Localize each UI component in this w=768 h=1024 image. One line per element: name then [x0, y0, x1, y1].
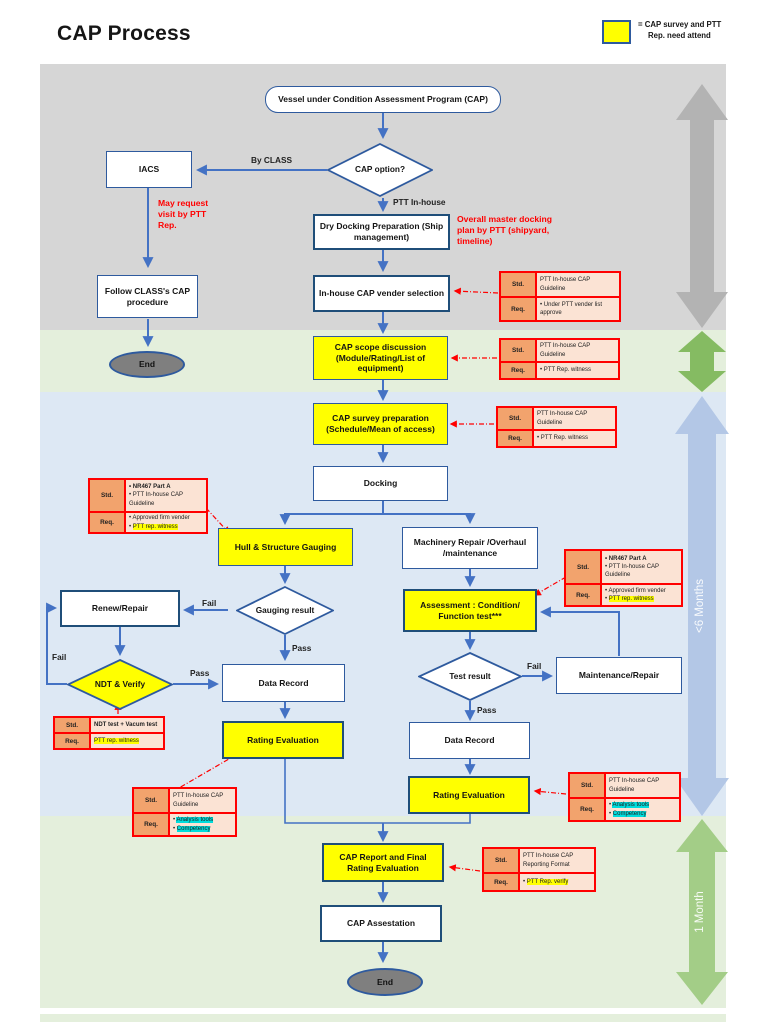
- legend: = CAP survey and PTT Rep. need attend: [602, 20, 721, 44]
- node-assessment: Assessment : Condition/ Function test***: [403, 589, 537, 632]
- node-vender-selection: In-house CAP vender selection: [313, 275, 450, 312]
- node-machinery-repair: Machinery Repair /Overhaul /maintenance: [402, 527, 538, 569]
- highlighted-req: Competency: [176, 825, 211, 832]
- annotation-scope: Std. PTT In-house CAP Guideline Req. PTT…: [499, 338, 620, 380]
- flow-arrows: [46, 112, 620, 964]
- timeline-arrow-blue: [675, 396, 729, 816]
- edge-label-ndt-fail: Fail: [52, 652, 67, 662]
- node-gauging-result: Gauging result: [236, 586, 334, 635]
- phase-band-strip: [40, 1014, 726, 1022]
- edge-label-by-class: By CLASS: [251, 155, 293, 165]
- highlighted-req: PTT rep. witness: [608, 596, 654, 602]
- node-scope-discussion: CAP scope discussion (Module/Rating/List…: [313, 336, 448, 380]
- timeline-arrow-green-large: [676, 819, 728, 1005]
- timeline-label-six-months: <6 Months: [694, 578, 706, 634]
- annotation-rating-right: Std. PTT In-house CAP Guideline Req. Ana…: [568, 772, 681, 822]
- timeline-label-one-month: 1 Month: [694, 891, 706, 933]
- annotation-hull: Std. NR467 Part A PTT In-house CAP Guide…: [88, 478, 208, 534]
- note-overall-master: Overall master docking plan by PTT (ship…: [457, 214, 553, 247]
- highlighted-req: PTT rep. witness: [132, 523, 178, 530]
- node-end-class: End: [109, 351, 185, 378]
- edge-label-test-fail: Fail: [527, 661, 542, 671]
- node-start: Vessel under Condition Assessment Progra…: [265, 86, 501, 113]
- node-docking: Docking: [313, 466, 448, 501]
- node-iacs: IACS: [106, 151, 192, 188]
- node-data-record-left: Data Record: [222, 664, 345, 702]
- node-cap-assestation: CAP Assestation: [320, 905, 442, 942]
- highlighted-req: PTT Rep. verify: [526, 878, 569, 885]
- node-cap-option: CAP option?: [327, 143, 433, 197]
- node-cap-report: CAP Report and Final Rating Evaluation: [322, 843, 444, 882]
- annotation-assessment: Std. NR467 Part A PTT In-house CAP Guide…: [564, 549, 683, 607]
- node-data-record-right: Data Record: [409, 722, 530, 759]
- timeline-arrow-grey: [676, 84, 728, 328]
- annotation-report: Std. PTT In-house CAP Reporting Format R…: [482, 847, 596, 892]
- edge-label-gauging-fail: Fail: [202, 598, 217, 608]
- legend-line1: = CAP survey and PTT: [638, 20, 722, 29]
- legend-yellow-swatch: [602, 20, 631, 44]
- annotation-ndt: Std. NDT test + Vacum test Req. PTT rep.…: [53, 716, 165, 750]
- annotation-rating-left: Std. PTT In-house CAP Guideline Req. Ana…: [132, 787, 237, 837]
- edge-label-ndt-pass: Pass: [190, 668, 210, 678]
- timeline-arrow-green-small: [678, 331, 726, 392]
- annotation-survey: Std. PTT In-house CAP Guideline Req. PTT…: [496, 406, 617, 448]
- node-dry-docking: Dry Docking Preparation (Ship management…: [313, 214, 450, 250]
- highlighted-req: Analysis tools: [612, 802, 650, 809]
- legend-text: = CAP survey and PTT Rep. need attend: [638, 20, 721, 41]
- node-ndt-verify: NDT & Verify: [67, 659, 173, 710]
- legend-line2: Rep. need attend: [648, 30, 711, 40]
- highlighted-req: PTT rep. witness: [94, 737, 139, 744]
- annotation-vender: Std. PTT In-house CAP Guideline Req. Und…: [499, 271, 621, 322]
- edge-label-ptt-inhouse: PTT In-house: [393, 197, 446, 207]
- node-hull-gauging: Hull & Structure Gauging: [218, 528, 353, 566]
- diamond-shape: [327, 143, 433, 197]
- edge-label-test-pass: Pass: [477, 705, 497, 715]
- node-test-result: Test result: [418, 652, 522, 701]
- node-end-final: End: [347, 968, 423, 996]
- timeline-arrows: [675, 84, 729, 1005]
- node-maintenance-repair: Maintenance/Repair: [556, 657, 682, 694]
- diamond-shape: [418, 652, 522, 701]
- node-survey-preparation: CAP survey preparation (Schedule/Mean of…: [313, 403, 448, 445]
- note-may-request: May request visit by PTT Rep.: [158, 198, 209, 231]
- highlighted-req: Analysis tools: [176, 817, 214, 824]
- highlighted-req: Competency: [612, 810, 647, 817]
- node-follow-class: Follow CLASS's CAP procedure: [97, 275, 198, 318]
- node-renew-repair: Renew/Repair: [60, 590, 180, 627]
- diamond-shape: [236, 586, 334, 635]
- node-rating-eval-left: Rating Evaluation: [222, 721, 344, 759]
- edge-label-gauging-pass: Pass: [292, 643, 312, 653]
- node-rating-eval-right: Rating Evaluation: [408, 776, 530, 814]
- page-title: CAP Process: [57, 22, 191, 45]
